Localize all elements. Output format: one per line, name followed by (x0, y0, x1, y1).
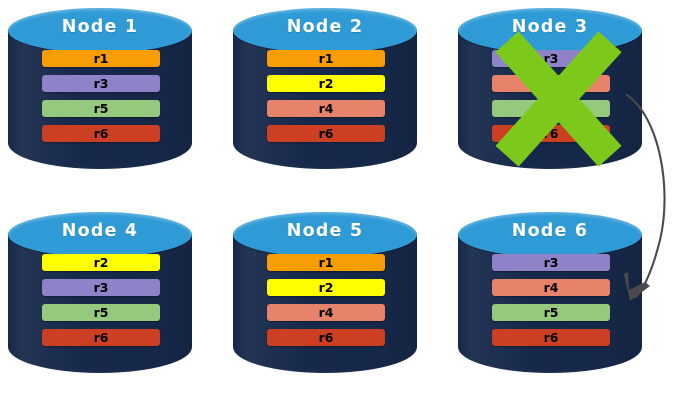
row-bar[interactable]: r4 (267, 100, 385, 117)
node-1-title: Node 1 (61, 17, 139, 37)
row-bar[interactable]: r3 (492, 254, 610, 271)
node-6-cylinder-top (458, 212, 642, 257)
row-bar[interactable]: r4 (492, 75, 610, 92)
row-bar[interactable]: r1 (267, 254, 385, 271)
node-2-title: Node 2 (286, 17, 364, 37)
row-bar[interactable]: r1 (42, 50, 160, 67)
node-4[interactable]: Node 4 r2 r3 r5 r6 (8, 212, 192, 394)
row-bar[interactable]: r2 (42, 254, 160, 271)
row-bar[interactable]: r4 (267, 304, 385, 321)
row-bar[interactable]: r2 (267, 75, 385, 92)
node-3-rows: r3 r4 r5 r6 (492, 50, 610, 150)
row-bar[interactable]: r6 (42, 125, 160, 142)
row-bar[interactable]: r5 (492, 304, 610, 321)
node-2-cylinder-top (233, 8, 417, 53)
row-bar[interactable]: r5 (492, 100, 610, 117)
row-bar[interactable]: r1 (267, 50, 385, 67)
row-bar[interactable]: r5 (42, 304, 160, 321)
node-5[interactable]: Node 5 r1 r2 r4 r6 (233, 212, 417, 394)
node-4-rows: r2 r3 r5 r6 (42, 254, 160, 354)
row-bar[interactable]: r6 (267, 329, 385, 346)
node-4-cylinder-top (8, 212, 192, 257)
node-4-title: Node 4 (61, 221, 139, 241)
row-bar[interactable]: r4 (492, 279, 610, 296)
node-1-cylinder-top (8, 8, 192, 53)
node-2-rows: r1 r2 r4 r6 (267, 50, 385, 150)
row-bar[interactable]: r6 (492, 329, 610, 346)
row-bar[interactable]: r3 (42, 75, 160, 92)
row-bar[interactable]: r5 (42, 100, 160, 117)
node-5-cylinder-top (233, 212, 417, 257)
node-1[interactable]: Node 1 r1 r3 r5 r6 (8, 8, 192, 190)
node-3-title: Node 3 (511, 17, 589, 37)
node-1-rows: r1 r3 r5 r6 (42, 50, 160, 150)
row-bar[interactable]: r3 (42, 279, 160, 296)
node-5-rows: r1 r2 r4 r6 (267, 254, 385, 354)
node-6[interactable]: Node 6 r3 r4 r5 r6 (458, 212, 642, 394)
row-bar[interactable]: r6 (267, 125, 385, 142)
node-3[interactable]: Node 3 r3 r4 r5 r6 (458, 8, 642, 190)
row-bar[interactable]: r6 (492, 125, 610, 142)
node-6-title: Node 6 (511, 221, 589, 241)
row-bar[interactable]: r6 (42, 329, 160, 346)
node-2[interactable]: Node 2 r1 r2 r4 r6 (233, 8, 417, 190)
node-6-rows: r3 r4 r5 r6 (492, 254, 610, 354)
node-5-title: Node 5 (286, 221, 364, 241)
row-bar[interactable]: r3 (492, 50, 610, 67)
row-bar[interactable]: r2 (267, 279, 385, 296)
